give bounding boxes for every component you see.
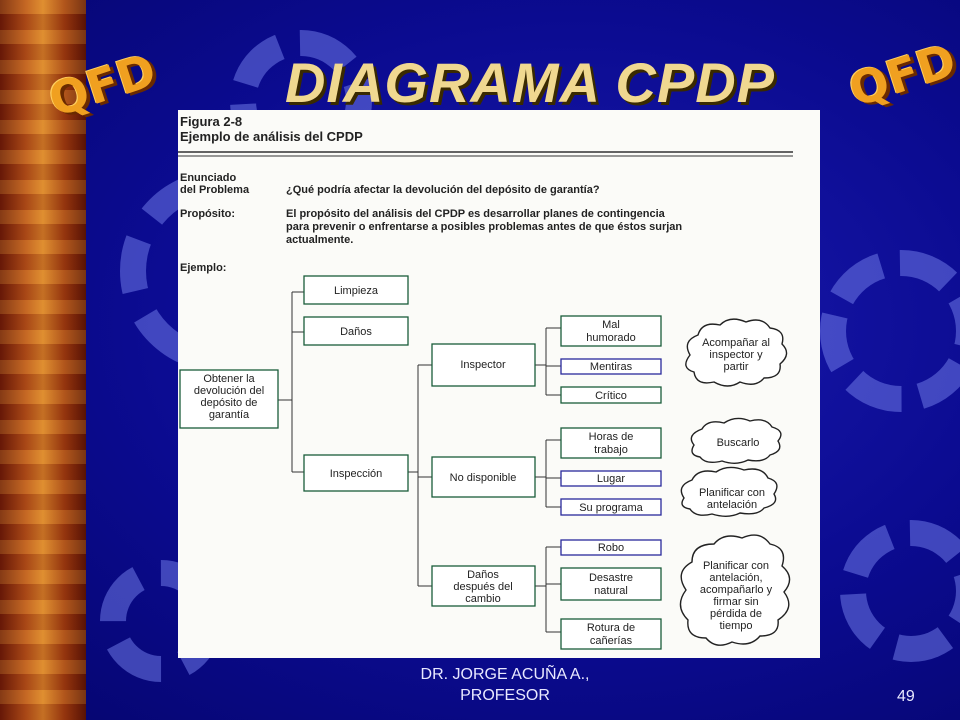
svg-text:firmar sin: firmar sin [713,596,758,608]
svg-text:Acompañar al: Acompañar al [702,337,770,349]
svg-text:Mentiras: Mentiras [590,361,633,373]
box-mentiras: Mentiras [560,358,662,375]
svg-text:acompañarlo y: acompañarlo y [700,584,773,596]
footer-line: DR. JORGE ACUÑA A., [420,666,590,683]
svg-text:natural: natural [594,585,628,597]
root-text: depósito de [201,397,258,409]
box-rotura-canerias: Rotura de cañerías [560,618,662,650]
enunciado-text: ¿Qué podría afectar la devolución del de… [286,184,600,196]
figure-scan: Figura 2-8 Ejemplo de análisis del CPDP … [178,110,820,658]
proposito-text: para prevenir o enfrentarse a posibles p… [286,221,682,233]
box-limpieza: Limpieza [303,275,409,305]
svg-text:No disponible: No disponible [450,472,517,484]
footer-author: DR. JORGE ACUÑA A., PROFESOR [400,664,610,706]
figure-label: Figura 2-8 [180,114,242,129]
box-inspeccion: Inspección [303,454,409,492]
root-box: Obtener la devolución del depósito de ga… [179,369,279,429]
svg-text:Crítico: Crítico [595,390,627,402]
box-danos-despues: Daños después del cambio [431,565,536,607]
svg-text:tiempo: tiempo [719,620,752,632]
cloud-planificar-full: Planificar con antelación, acompañarlo y… [679,534,791,646]
svg-text:Desastre: Desastre [589,572,633,584]
proposito-text: El propósito del análisis del CPDP es de… [286,208,666,220]
svg-text:Buscarlo: Buscarlo [717,437,760,449]
footer-line: PROFESOR [460,687,550,704]
svg-text:Horas de: Horas de [589,431,634,443]
root-text: devolución del [194,385,264,397]
ejemplo-label: Ejemplo: [180,262,226,274]
svg-text:trabajo: trabajo [594,444,628,456]
box-inspector: Inspector [431,343,536,387]
svg-text:cambio: cambio [465,593,500,605]
box-horas-trabajo: Horas de trabajo [560,427,662,459]
svg-text:Su programa: Su programa [579,502,643,514]
box-lugar: Lugar [560,470,662,487]
svg-text:cañerías: cañerías [590,635,633,647]
proposito-label: Propósito: [180,208,235,220]
decorative-left-bar [0,0,86,720]
svg-text:Inspección: Inspección [330,468,383,480]
proposito-text: actualmente. [286,234,353,246]
page-number: 49 [897,688,915,705]
cpdp-diagram: Figura 2-8 Ejemplo de análisis del CPDP … [178,114,793,650]
svg-text:Daños: Daños [467,569,499,581]
svg-text:humorado: humorado [586,332,636,344]
connector-lines [278,291,561,633]
svg-text:Daños: Daños [340,326,372,338]
enunciado-label: Enunciado [180,172,237,184]
svg-text:Robo: Robo [598,542,624,554]
box-su-programa: Su programa [560,498,662,516]
cloud-buscarlo: Buscarlo [690,417,782,464]
svg-text:Mal: Mal [602,319,620,331]
svg-text:después del: después del [453,581,512,593]
svg-text:antelación,: antelación, [709,572,762,584]
box-desastre-natural: Desastre natural [560,567,662,601]
root-text: garantía [209,409,250,421]
box-robo: Robo [560,539,662,556]
box-danos: Daños [303,316,409,346]
svg-text:Planificar con: Planificar con [703,560,769,572]
box-critico: Crítico [560,386,662,404]
slide-title: DIAGRAMA CPDP [284,51,776,114]
svg-text:Lugar: Lugar [597,473,625,485]
box-mal-humorado: Mal humorado [560,315,662,347]
box-no-disponible: No disponible [431,456,536,498]
svg-text:inspector y: inspector y [709,349,763,361]
root-text: Obtener la [203,373,255,385]
svg-text:pérdida de: pérdida de [710,608,762,620]
svg-text:Rotura de: Rotura de [587,622,635,634]
cloud-acompanar: Acompañar al inspector y partir [685,318,788,387]
svg-text:Limpieza: Limpieza [334,285,379,297]
svg-text:partir: partir [723,361,748,373]
svg-text:Planificar con: Planificar con [699,487,765,499]
figure-title: Ejemplo de análisis del CPDP [180,129,363,144]
enunciado-label: del Problema [180,184,250,196]
svg-text:Inspector: Inspector [460,359,506,371]
cloud-planificar: Planificar con antelación [680,466,778,517]
svg-text:antelación: antelación [707,499,757,511]
